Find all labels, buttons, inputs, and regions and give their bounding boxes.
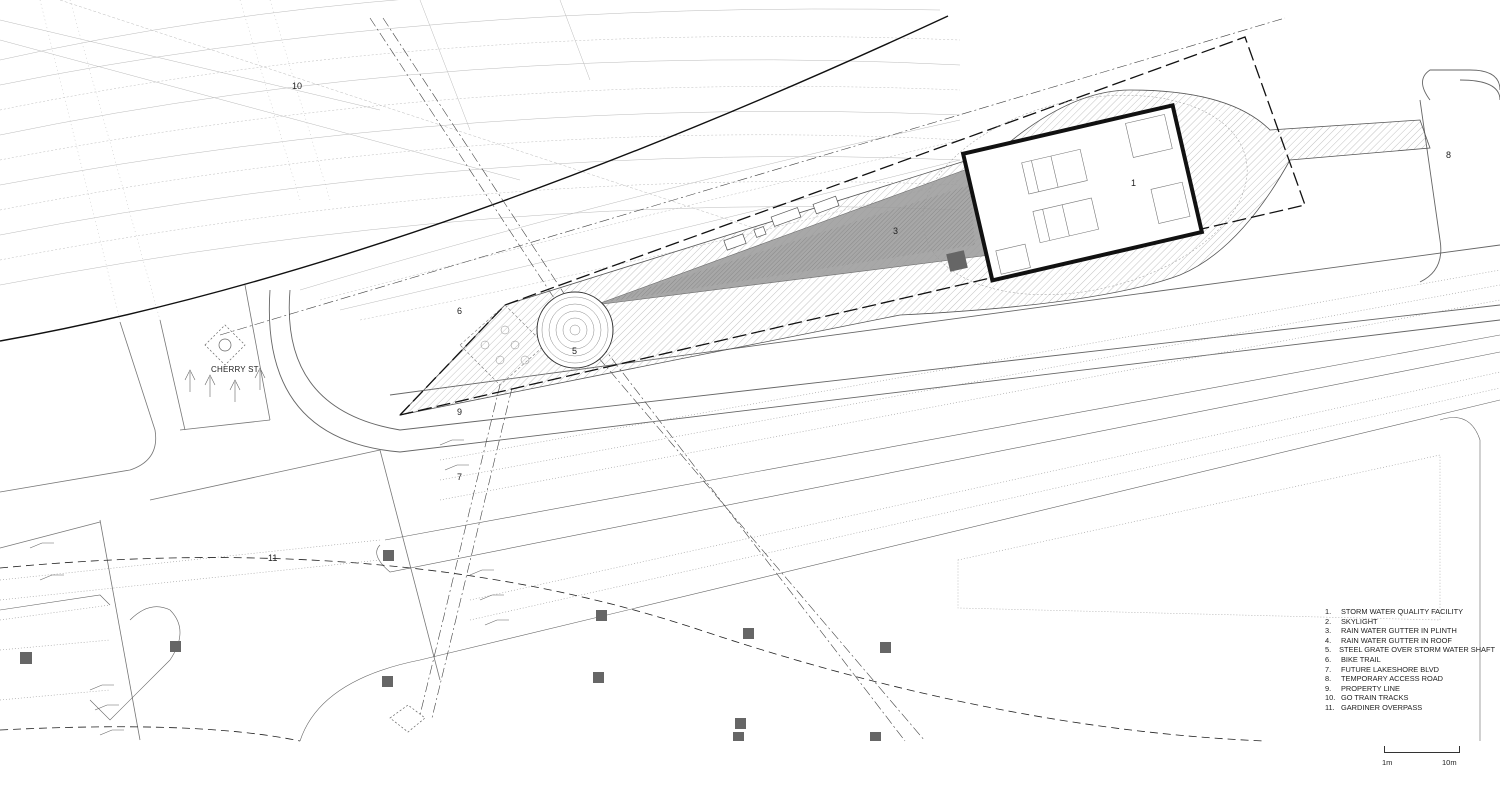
legend-item: 1. STORM WATER QUALITY FACILITY — [1325, 607, 1495, 617]
south-marker — [389, 704, 426, 733]
gardiner-overpass-line — [0, 557, 1266, 742]
legend-text: SKYLIGHT — [1341, 616, 1378, 626]
overpass-columns — [20, 550, 891, 741]
legend-text: GARDINER OVERPASS — [1341, 702, 1423, 712]
legend-text: FUTURE LAKESHORE BLVD — [1341, 664, 1440, 674]
go-train-tracks — [0, 0, 961, 321]
legend-item: 4. RAIN WATER GUTTER IN ROOF — [1325, 636, 1495, 646]
gardiner-overpass-line-lower — [0, 726, 301, 742]
legend-number: 5. — [1325, 645, 1332, 655]
future-lakeshore-blvd — [0, 269, 1500, 742]
legend-number: 6. — [1325, 654, 1332, 664]
legend-number: 1. — [1325, 607, 1332, 616]
legend-item: 7. FUTURE LAKESHORE BLVD — [1325, 665, 1495, 675]
skylight-square — [946, 250, 968, 272]
legend-text: RAIN WATER GUTTER IN ROOF — [1341, 635, 1452, 645]
legend-number: 9. — [1325, 683, 1332, 693]
scale-min-label: 1m — [1382, 758, 1393, 767]
legend-number: 3. — [1325, 626, 1332, 636]
scale-bar: 1m 10m — [1382, 746, 1460, 770]
label-9: 9 — [457, 407, 462, 417]
label-3: 3 — [893, 226, 898, 236]
label-7: 7 — [457, 472, 462, 482]
legend-item: 10. GO TRAIN TRACKS — [1325, 693, 1495, 703]
legend: 1. STORM WATER QUALITY FACILITY 2. SKYLIGH… — [1325, 607, 1495, 713]
scale-bar-line — [1384, 746, 1460, 753]
legend-text: RAIN WATER GUTTER IN PLINTH — [1341, 626, 1457, 636]
legend-text: STORM WATER QUALITY FACILITY — [1341, 607, 1464, 616]
legend-item: 9. PROPERTY LINE — [1325, 684, 1495, 694]
alignment-axis-lines — [219, 17, 1286, 742]
tree-symbols — [480, 325, 530, 365]
legend-text: GO TRAIN TRACKS — [1341, 693, 1409, 703]
label-6: 6 — [457, 306, 462, 316]
legend-text: BIKE TRAIL — [1341, 654, 1381, 664]
label-11: 11 — [268, 553, 277, 563]
storm-water-quality-facility — [922, 95, 1248, 295]
legend-number: 10. — [1325, 693, 1336, 703]
cherry-st-marker — [204, 324, 246, 366]
legend-item: 2. SKYLIGHT — [1325, 617, 1495, 627]
label-1: 1 — [1131, 178, 1136, 188]
legend-item: 8. TEMPORARY ACCESS ROAD — [1325, 674, 1495, 684]
street-name-label: CHERRY ST — [211, 365, 259, 374]
label-10: 10 — [292, 81, 302, 91]
legend-text: STEEL GRATE OVER STORM WATER SHAFT — [1339, 645, 1495, 655]
scale-max-label: 10m — [1442, 758, 1457, 767]
legend-number: 2. — [1325, 616, 1332, 626]
traffic-arrows — [29, 367, 509, 736]
legend-number: 11. — [1325, 702, 1335, 712]
cherry-street-road — [0, 284, 441, 741]
label-5: 5 — [572, 346, 577, 356]
track-edge-line — [0, 15, 949, 342]
plinth-trenches — [723, 195, 840, 251]
legend-item: 6. BIKE TRAIL — [1325, 655, 1495, 665]
legend-number: 7. — [1325, 664, 1332, 674]
steel-grate-storm-shaft — [536, 291, 614, 369]
legend-item: 11. GARDINER OVERPASS — [1325, 703, 1495, 713]
legend-item: 3. RAIN WATER GUTTER IN PLINTH — [1325, 626, 1495, 636]
legend-item: 5. STEEL GRATE OVER STORM WATER SHAFT — [1325, 645, 1495, 655]
legend-text: PROPERTY LINE — [1341, 683, 1400, 693]
legend-number: 4. — [1325, 635, 1332, 645]
rain-water-gutter-roof — [600, 185, 975, 303]
label-8: 8 — [1446, 150, 1451, 160]
legend-text: TEMPORARY ACCESS ROAD — [1341, 674, 1443, 684]
legend-number: 8. — [1325, 674, 1332, 684]
